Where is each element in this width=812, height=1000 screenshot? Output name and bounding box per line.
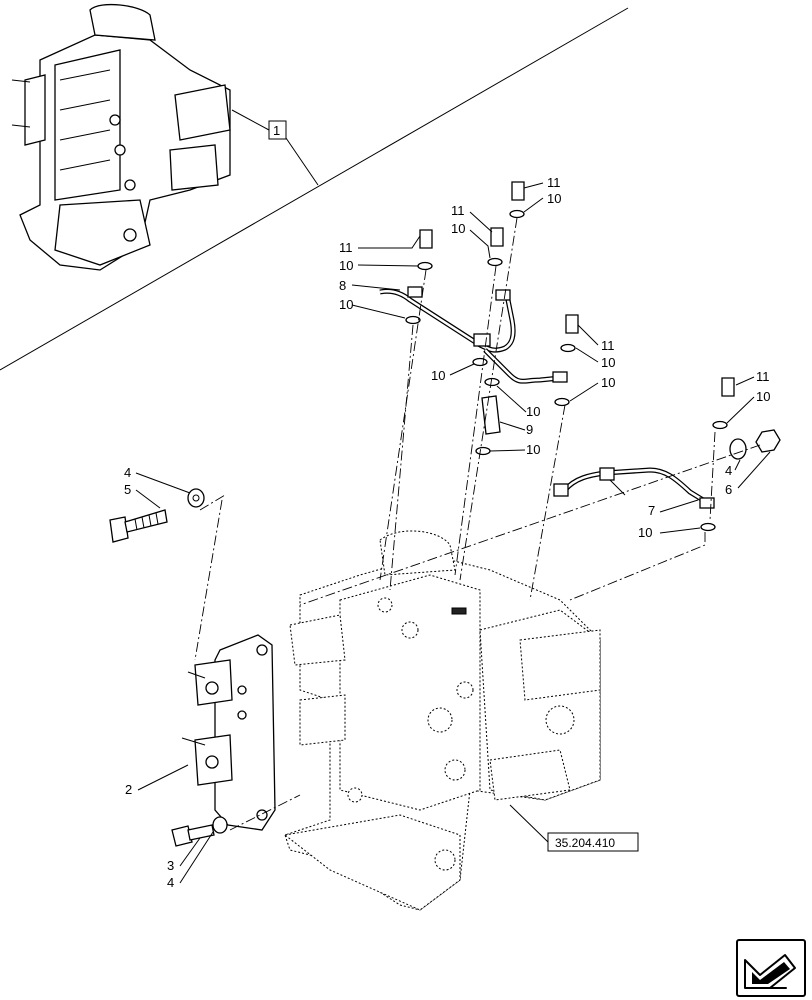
reference-label: 35.204.410 xyxy=(555,836,615,850)
nut-6 xyxy=(755,429,781,453)
callout-3: 3 xyxy=(167,858,174,873)
pipe7-fitting-right xyxy=(699,497,715,509)
inset-divider-line xyxy=(0,7,629,371)
pipe8-fitting-b xyxy=(495,289,511,301)
arrow-next-icon[interactable] xyxy=(736,939,806,997)
callout-4-bottom: 4 xyxy=(167,875,174,890)
callout-10-j: 10 xyxy=(756,389,770,404)
callout-9: 9 xyxy=(526,422,533,437)
callout-11-b: 11 xyxy=(451,203,465,218)
callout-4-left: 4 xyxy=(124,465,131,480)
callout-10-h: 10 xyxy=(526,404,540,419)
pipe7-fitting-mid xyxy=(599,467,615,481)
callout-8: 8 xyxy=(339,278,346,293)
inset-leader-left xyxy=(231,109,270,131)
bracket-assembly xyxy=(181,634,276,831)
valve-marker xyxy=(451,607,467,615)
pipe8-fitting-a xyxy=(407,286,423,298)
callout-10-f: 10 xyxy=(431,368,445,383)
callout-6: 6 xyxy=(725,482,732,497)
washer-4-bottom xyxy=(212,816,228,834)
callout-11-a: 11 xyxy=(339,240,353,255)
pipe-8 xyxy=(379,286,568,384)
callout-10-d: 10 xyxy=(339,297,353,312)
bracket-stud-top xyxy=(187,671,206,679)
washer-4-right xyxy=(729,438,747,460)
bolt-5 xyxy=(109,509,168,543)
inset-leader-right xyxy=(285,137,319,186)
callout-10-b: 10 xyxy=(451,221,465,236)
callout-10-e: 10 xyxy=(601,355,615,370)
assembly-center-lines xyxy=(194,217,761,831)
washer-4-left xyxy=(187,488,205,508)
bracket-stud-bottom xyxy=(181,737,206,746)
callout-10-k: 10 xyxy=(638,525,652,540)
pipe-7 xyxy=(553,467,715,509)
callout-11-d: 11 xyxy=(601,338,615,353)
callout-10-a: 10 xyxy=(339,258,353,273)
inset-overview: 1 xyxy=(0,3,629,371)
callout-11-c: 11 xyxy=(547,175,561,190)
main-valve-block xyxy=(283,530,601,911)
pipe8-fitting-c xyxy=(473,333,491,347)
callout-labels: 11 10 11 10 11 10 8 10 11 10 10 10 10 9 … xyxy=(124,175,770,890)
screw-3 xyxy=(171,824,215,847)
callout-11-e: 11 xyxy=(756,369,770,384)
screws-11 xyxy=(419,181,735,397)
callout-leaders xyxy=(135,182,771,884)
callout-10-i: 10 xyxy=(526,442,540,457)
reference-leader xyxy=(509,804,549,843)
pipe8-fitting-d xyxy=(552,371,568,383)
sleeve-9 xyxy=(481,395,501,435)
callout-2: 2 xyxy=(125,782,132,797)
washers-10 xyxy=(405,209,728,532)
inset-ref-label: 1 xyxy=(273,123,280,138)
pipe7-fitting-left xyxy=(553,483,569,497)
reference-box xyxy=(547,832,639,852)
callout-5: 5 xyxy=(124,482,131,497)
inset-valve-block xyxy=(11,3,231,271)
callout-4-right: 4 xyxy=(725,463,732,478)
reference-assembly[interactable]: 35.204.410 xyxy=(509,804,639,852)
callout-10-c: 10 xyxy=(547,191,561,206)
callout-10-g: 10 xyxy=(601,375,615,390)
callout-7: 7 xyxy=(648,503,655,518)
